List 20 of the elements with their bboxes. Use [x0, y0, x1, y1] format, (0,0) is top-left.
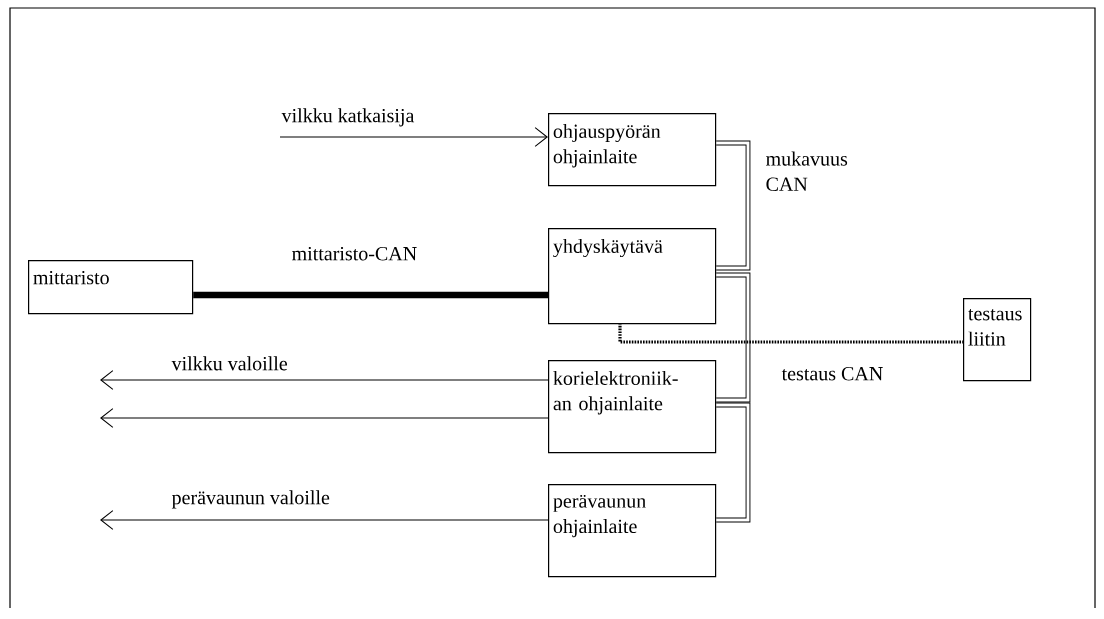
- control-unit-box: testaus liitin: [963, 298, 1032, 382]
- bus-line: [716, 272, 751, 403]
- bus-line: [716, 140, 751, 271]
- edge-label: testaus CAN: [780, 365, 885, 382]
- bus-label: mukavuus CAN: [766, 151, 848, 191]
- arrow: [279, 127, 548, 147]
- edge-label: mittaristo-CAN: [290, 245, 419, 262]
- control-unit-box: korielektroniik- an ohjainlaite: [548, 360, 717, 454]
- bus-line: [618, 323, 963, 344]
- edge-label: vilkku valoille: [170, 355, 290, 372]
- control-unit-box: ohjauspyörän ohjainlaite: [548, 113, 717, 187]
- control-unit-box: perävaunun ohjainlaite: [548, 484, 717, 578]
- arrow: [100, 510, 549, 530]
- edge-label: vilkku katkaisija: [280, 106, 416, 128]
- control-unit-box: yhdyskäytävä: [548, 228, 717, 325]
- arrow: [100, 370, 549, 390]
- edge-label: perävaunun valoille: [170, 488, 332, 510]
- bus-line: [716, 402, 751, 523]
- arrow: [100, 408, 549, 428]
- control-unit-box: mittaristo: [28, 260, 194, 315]
